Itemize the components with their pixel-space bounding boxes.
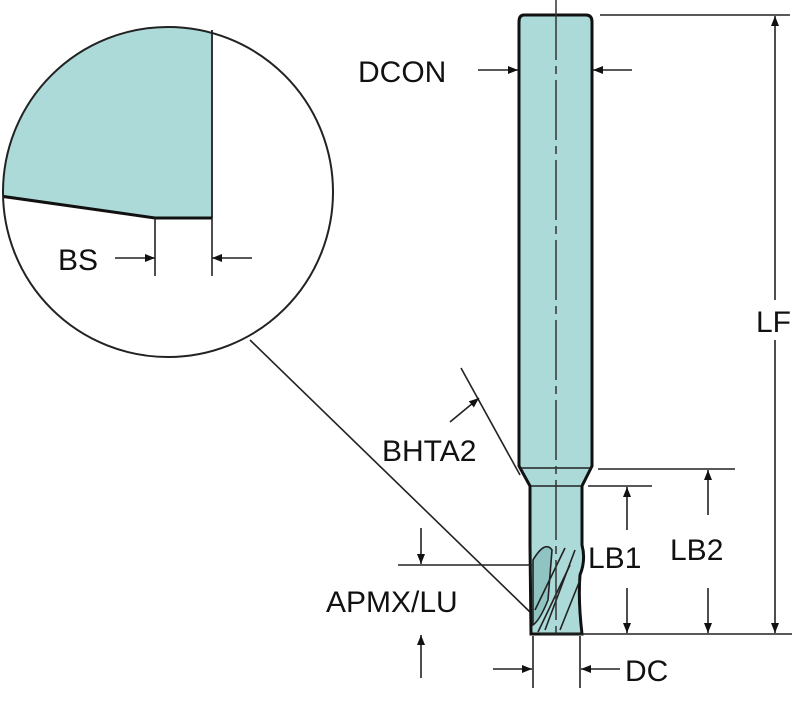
detail-tool-section bbox=[3, 27, 212, 218]
label-lb2: LB2 bbox=[670, 534, 723, 567]
label-dcon: DCON bbox=[358, 56, 446, 89]
label-dc: DC bbox=[625, 655, 668, 688]
label-lf: LF bbox=[756, 306, 791, 339]
end-mill-tool bbox=[517, 0, 594, 640]
label-lb1: LB1 bbox=[588, 542, 641, 575]
bhta2-arrow bbox=[449, 397, 480, 423]
tool-flutes bbox=[532, 545, 581, 633]
detail-leader-line bbox=[249, 339, 531, 613]
label-bhta2: BHTA2 bbox=[382, 435, 476, 468]
detail-circle bbox=[2, 26, 334, 358]
label-bs: BS bbox=[58, 244, 98, 277]
label-apmx-lu: APMX/LU bbox=[326, 586, 458, 619]
